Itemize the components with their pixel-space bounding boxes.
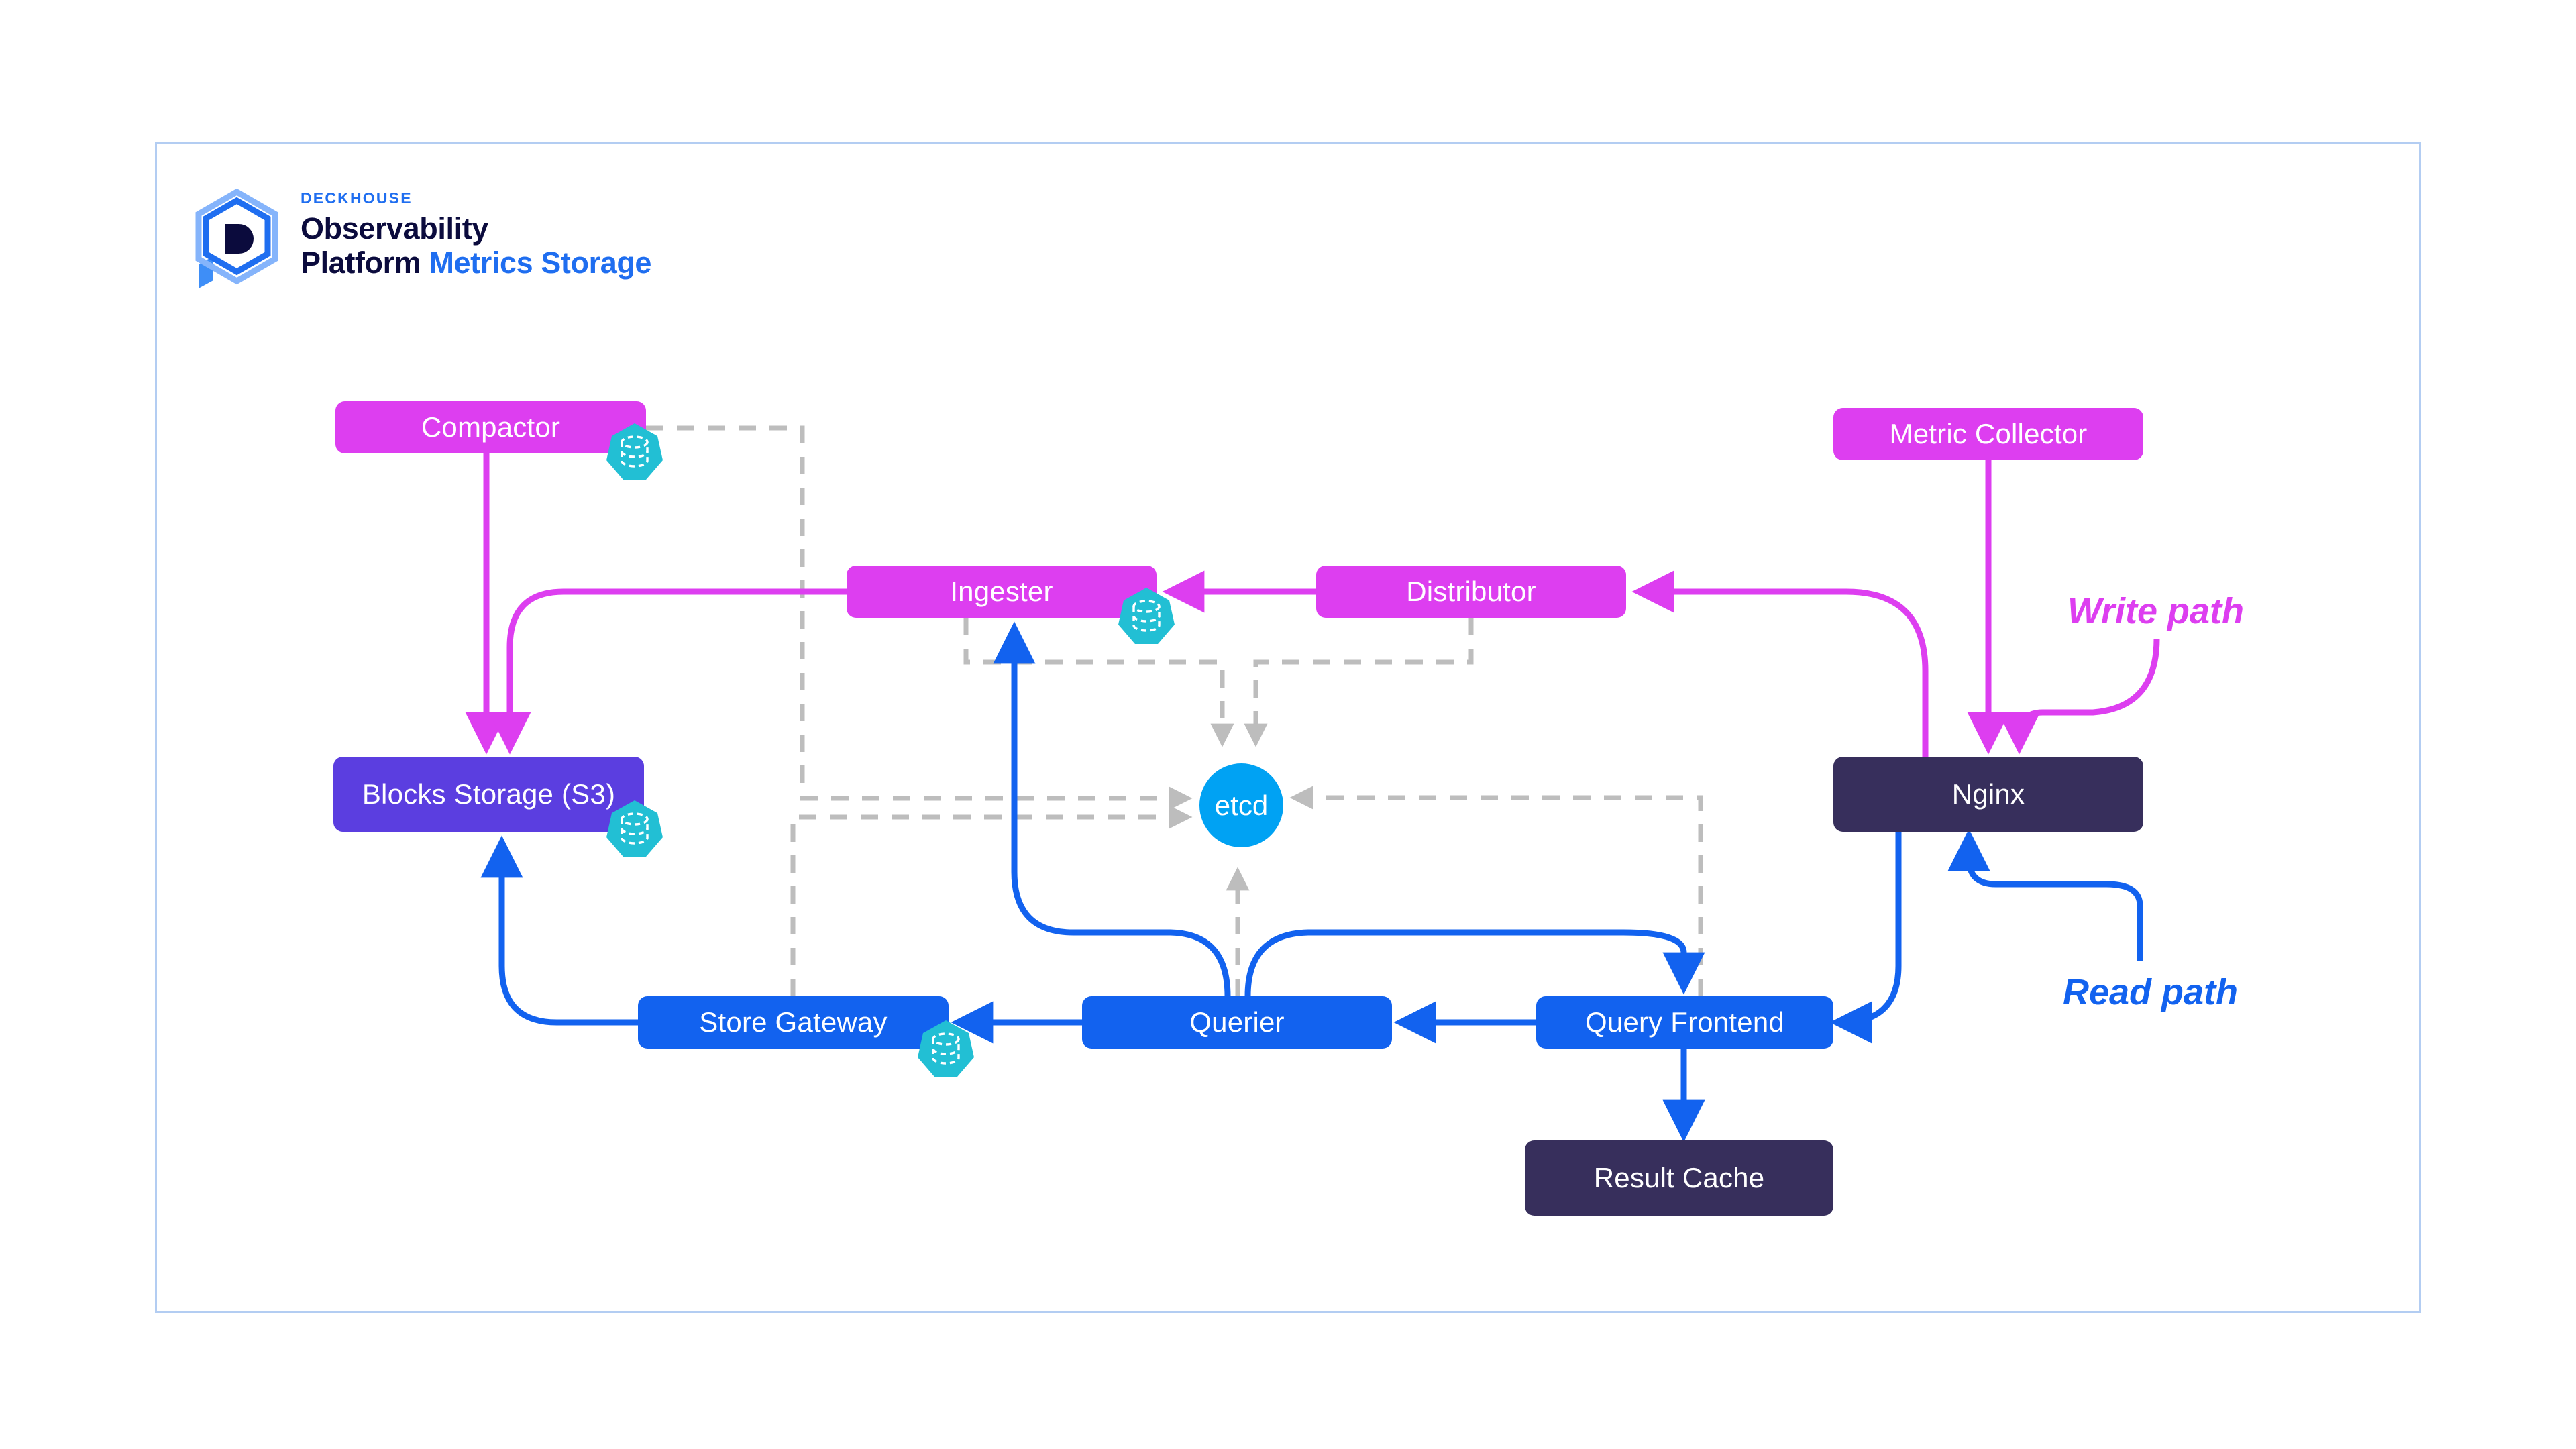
write-path-label: Write path xyxy=(2068,591,2245,631)
logo-platform-text: Platform xyxy=(301,245,421,280)
logo-line-1: Observability xyxy=(301,211,488,246)
node-query-frontend[interactable]: Query Frontend xyxy=(1536,996,1833,1049)
node-ingester[interactable]: Ingester xyxy=(847,566,1157,618)
deckhouse-hexagon-d-logo-icon xyxy=(193,188,280,290)
node-label: Blocks Storage (S3) xyxy=(362,777,616,810)
node-label: etcd xyxy=(1214,789,1269,821)
node-label: Query Frontend xyxy=(1585,1006,1784,1038)
node-querier[interactable]: Querier xyxy=(1082,996,1392,1049)
node-label: Store Gateway xyxy=(699,1006,888,1038)
node-label: Result Cache xyxy=(1593,1161,1765,1193)
node-nginx[interactable]: Nginx xyxy=(1833,757,2143,832)
node-label: Compactor xyxy=(421,411,561,443)
node-label: Metric Collector xyxy=(1889,417,2088,449)
logo-line-2: Platform Metrics Storage xyxy=(301,246,703,280)
persistent-volume-icon xyxy=(916,1018,976,1079)
logo-eyebrow: DECKHOUSE xyxy=(301,189,413,207)
node-label: Distributor xyxy=(1406,575,1536,607)
node-label: Nginx xyxy=(1951,777,2025,810)
node-result-cache[interactable]: Result Cache xyxy=(1525,1140,1833,1216)
node-etcd[interactable]: etcd xyxy=(1199,763,1283,847)
persistent-volume-icon xyxy=(604,798,665,859)
node-store-gateway[interactable]: Store Gateway xyxy=(638,996,949,1049)
node-blocks-storage[interactable]: Blocks Storage (S3) xyxy=(333,757,644,832)
node-distributor[interactable]: Distributor xyxy=(1316,566,1626,618)
diagram-frame xyxy=(155,142,2421,1313)
logo-wordmark: DECKHOUSE Observability Platform Metrics… xyxy=(301,191,703,280)
logo-product-text: Metrics Storage xyxy=(429,245,652,280)
node-compactor[interactable]: Compactor xyxy=(335,401,646,453)
node-metric-collector[interactable]: Metric Collector xyxy=(1833,408,2143,460)
persistent-volume-icon xyxy=(1116,586,1177,646)
node-label: Ingester xyxy=(950,575,1053,607)
node-label: Querier xyxy=(1189,1006,1285,1038)
read-path-label: Read path xyxy=(2063,972,2239,1012)
deckhouse-logo: DECKHOUSE Observability Platform Metrics… xyxy=(193,188,703,290)
persistent-volume-icon xyxy=(604,421,665,482)
